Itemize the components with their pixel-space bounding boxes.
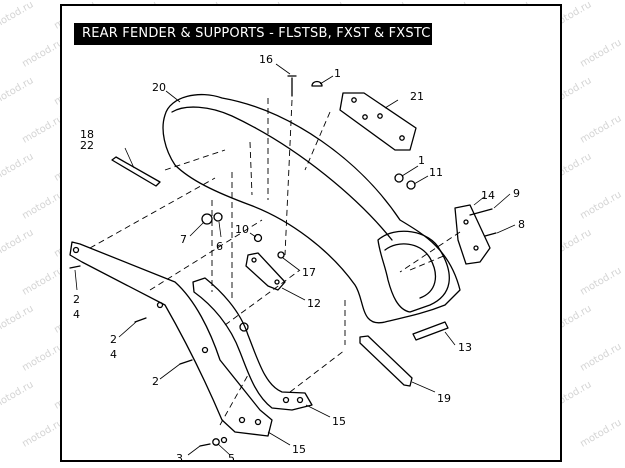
nut-1-right: [394, 173, 404, 183]
callout-21: 15: [332, 415, 346, 428]
callout-13: 13: [458, 341, 472, 354]
nut-7: [201, 213, 213, 225]
screw-2-4-top: [69, 265, 81, 269]
callout-15-lower: 17: [302, 266, 316, 279]
callout-4-top: 4: [73, 308, 80, 321]
strap-16: [359, 335, 413, 387]
bracket-12: [245, 252, 286, 291]
dash-bracket-12: [224, 269, 301, 326]
dash-left-rail: [89, 177, 216, 249]
bracket-14: [454, 204, 491, 265]
callout-7: 7: [180, 233, 187, 246]
screw-3: [199, 443, 211, 447]
dash-top-bolt: [284, 99, 293, 256]
screw-2-4-mid: [134, 317, 147, 323]
washer-6: [213, 212, 223, 222]
dash-bracket-14: [399, 231, 461, 273]
callout-2-low: 2: [152, 375, 159, 388]
bolt-15-top: [287, 75, 297, 97]
fender-tail-inner: [384, 243, 437, 299]
washer-5b: [220, 436, 228, 444]
screw-8: [484, 232, 497, 237]
callout-8: 8: [518, 218, 525, 231]
callout-12: 12: [307, 297, 321, 310]
rear-fender: [162, 93, 461, 324]
dash-rail-21: [289, 349, 346, 393]
support-rail-19: [69, 241, 273, 437]
diagram-frame: REAR FENDER & SUPPORTS - FLSTSB, FXST & …: [60, 4, 562, 462]
strap-13: [412, 321, 449, 341]
screw-9: [469, 208, 493, 216]
callout-14: 14: [481, 189, 495, 202]
washer-5: [212, 438, 220, 446]
callout-9: 9: [513, 187, 520, 200]
fender-inner-edge: [171, 106, 393, 241]
callout-5: 5: [228, 452, 235, 465]
callout-2-top: 2: [73, 293, 80, 306]
screw-2-low: [179, 359, 193, 365]
callout-3: 3: [176, 452, 183, 465]
callout-10: 10: [235, 223, 249, 236]
callout-1-right: 1: [418, 154, 425, 167]
nut-1-top: [311, 80, 323, 87]
dash-right-tail: [409, 254, 447, 271]
dash-strap-20: [164, 149, 226, 171]
callout-6: 6: [216, 240, 223, 253]
callout-20: 18: [80, 128, 94, 141]
callout-16: 19: [437, 392, 451, 405]
callout-4-mid: 4: [110, 348, 117, 361]
callout-19: 15: [292, 443, 306, 456]
nut-11: [406, 180, 416, 190]
mounting-plate: [339, 92, 417, 151]
dash-vert-2: [249, 141, 253, 196]
support-rail-21: [192, 277, 313, 411]
callout-11: 11: [429, 166, 443, 179]
callout-15-top: 16: [259, 53, 273, 66]
fender-tail-lip: [377, 230, 450, 313]
dash-plate: [304, 111, 331, 171]
washer-10: [253, 233, 263, 243]
diagram-title: REAR FENDER & SUPPORTS - FLSTSB, FXST & …: [74, 23, 432, 45]
callout-18: 21: [410, 90, 424, 103]
callout-17: 20: [152, 81, 166, 94]
dash-left-rail-2: [149, 219, 263, 291]
callout-22: 22: [80, 139, 94, 152]
callout-1-top: 1: [334, 67, 341, 80]
strap-20-22: [111, 156, 161, 187]
nut-15-lower: [277, 251, 285, 259]
callout-2-mid: 2: [110, 333, 117, 346]
